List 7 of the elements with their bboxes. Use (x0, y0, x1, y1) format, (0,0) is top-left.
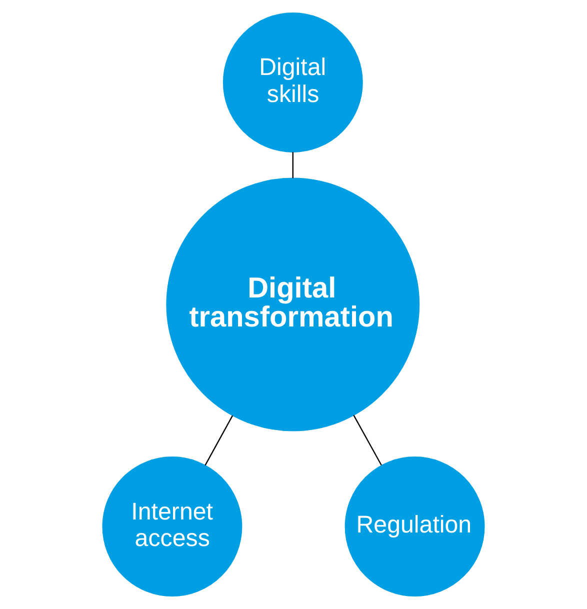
connector (353, 414, 382, 466)
node-circle: Internet access (102, 456, 242, 597)
connector (292, 152, 294, 178)
connector (204, 415, 234, 466)
node-circle: Digital transformation (166, 178, 420, 432)
node-circle: Regulation (344, 456, 485, 597)
node-circle: Digital skills (222, 12, 363, 152)
